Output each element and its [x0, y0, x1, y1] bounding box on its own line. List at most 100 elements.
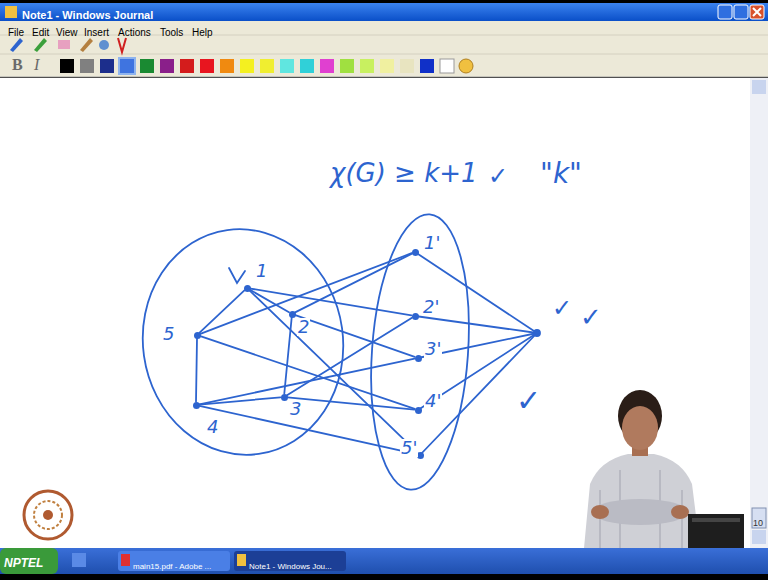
presenter-figure-part: [591, 505, 609, 519]
taskbar-part: [0, 574, 768, 580]
bold-button-holder: B: [12, 57, 23, 73]
menu-item: Insert: [84, 27, 109, 38]
menu-and-toolbars-part: [0, 54, 768, 55]
color-palette-part: [459, 59, 473, 73]
graph-drawing-part: [415, 316, 537, 333]
menu-and-toolbars-part: [80, 38, 93, 52]
color-palette: [60, 57, 473, 75]
color-palette-part: [300, 59, 314, 73]
taskbar-item: main15.pdf - Adobe ...: [133, 562, 211, 571]
menu-and-toolbars-part: [99, 40, 109, 50]
check-mark: ✓: [488, 162, 508, 190]
menu-item: File: [8, 27, 24, 38]
vertex-label: 2: [297, 318, 310, 336]
vertex-label: 4: [206, 418, 219, 436]
bold-button: B: [12, 56, 23, 73]
menu-and-toolbars-part: [118, 38, 126, 52]
color-palette-part: [260, 59, 274, 73]
vertex-label: 5': [400, 439, 418, 457]
graph-vertex: 3: [281, 394, 288, 401]
window-title-holder: Note1 - Windows Journal: [22, 6, 153, 22]
menu-and-toolbars-part: [34, 38, 47, 52]
italic-button-holder: I: [34, 57, 39, 73]
presenter-figure-part: [671, 505, 689, 519]
presenter-figure: [584, 390, 744, 548]
check-mark: ✓: [580, 302, 602, 332]
graph-edge: [251, 289, 412, 316]
menu-item-holder: Actions: [118, 23, 151, 39]
check-mark-holder: ✓: [552, 296, 572, 320]
graph-drawing-part: [415, 252, 537, 333]
menu-item: View: [56, 27, 78, 38]
graph-edge: [295, 254, 412, 313]
page-number: 10: [753, 518, 763, 528]
vertex-label: 4': [424, 392, 442, 410]
graph-edge: [288, 397, 415, 409]
check-mark-holder: ✓: [580, 304, 602, 330]
graph-vertex: 5': [417, 452, 424, 459]
color-palette-part: [118, 57, 136, 75]
menu-item-holder: Edit: [32, 23, 49, 39]
color-palette-part: [360, 59, 374, 73]
presenter-figure-part: [692, 518, 740, 522]
graph-vertex: 4: [193, 402, 200, 409]
presenter-figure-part: [592, 499, 688, 525]
taskbar-part: [72, 553, 86, 567]
color-palette-part: [240, 59, 254, 73]
graph-edge: [199, 406, 416, 454]
handwritten-note: "k": [540, 157, 582, 190]
graph-vertex: 3': [415, 355, 422, 362]
menu-item: Tools: [160, 27, 183, 38]
title-bar: [0, 3, 768, 21]
title-bar-part: [5, 6, 17, 18]
color-palette-part: [320, 59, 334, 73]
color-palette-part: [140, 59, 154, 73]
nptel-logo-part: [34, 501, 62, 529]
color-palette-part: [120, 59, 134, 73]
page-number-holder: 10: [753, 513, 763, 529]
graph-vertex: 1': [412, 249, 419, 256]
color-palette-part: [280, 59, 294, 73]
graph-vertex: 4': [415, 407, 422, 414]
graph-drawing-part: [362, 211, 477, 493]
menu-item-holder: View: [56, 23, 78, 39]
vertex-label: 1: [255, 262, 268, 280]
title-bar-part: [718, 5, 732, 19]
color-palette-part: [160, 59, 174, 73]
title-bar-part: [750, 5, 764, 19]
menu-item-holder: Insert: [84, 23, 109, 39]
vertex-label: 3: [289, 400, 302, 418]
handwritten-formula-holder: χ(G) ≥ k+1: [330, 160, 478, 186]
menu-item: Edit: [32, 27, 49, 38]
title-bar-part: [734, 5, 748, 19]
taskbar-part: [237, 554, 246, 566]
menu-item: Actions: [118, 27, 151, 38]
graph-drawing-part: [128, 216, 358, 468]
color-palette-part: [220, 59, 234, 73]
window-title: Note1 - Windows Journal: [22, 9, 153, 21]
nptel-logo: [24, 491, 72, 539]
color-palette-part: [80, 59, 94, 73]
journal-page-part: [0, 78, 768, 548]
check-mark-holder: ✓: [488, 164, 508, 188]
menu-and-toolbars-part: [0, 21, 768, 77]
graph-vertex: 1: [244, 285, 251, 292]
graph-drawing-part: [229, 268, 245, 283]
menu-and-toolbars-part: [0, 77, 768, 78]
journal-page-part: [750, 78, 768, 548]
taskbar-item-holder: main15.pdf - Adobe ...: [133, 556, 211, 572]
graph-drawing-part: [534, 330, 540, 336]
menu-and-toolbars-part: [58, 40, 70, 49]
color-palette-part: [440, 59, 454, 73]
start-button-holder: NPTEL: [4, 554, 43, 570]
presenter-figure-part: [622, 406, 658, 450]
vertex-label: 2': [422, 298, 440, 316]
presenter-figure-part: [584, 454, 700, 548]
check-mark: ✓: [516, 383, 541, 418]
color-palette-part: [180, 59, 194, 73]
taskbar-part: [234, 551, 346, 571]
menu-item-holder: Help: [192, 23, 213, 39]
color-palette-part: [100, 59, 114, 73]
